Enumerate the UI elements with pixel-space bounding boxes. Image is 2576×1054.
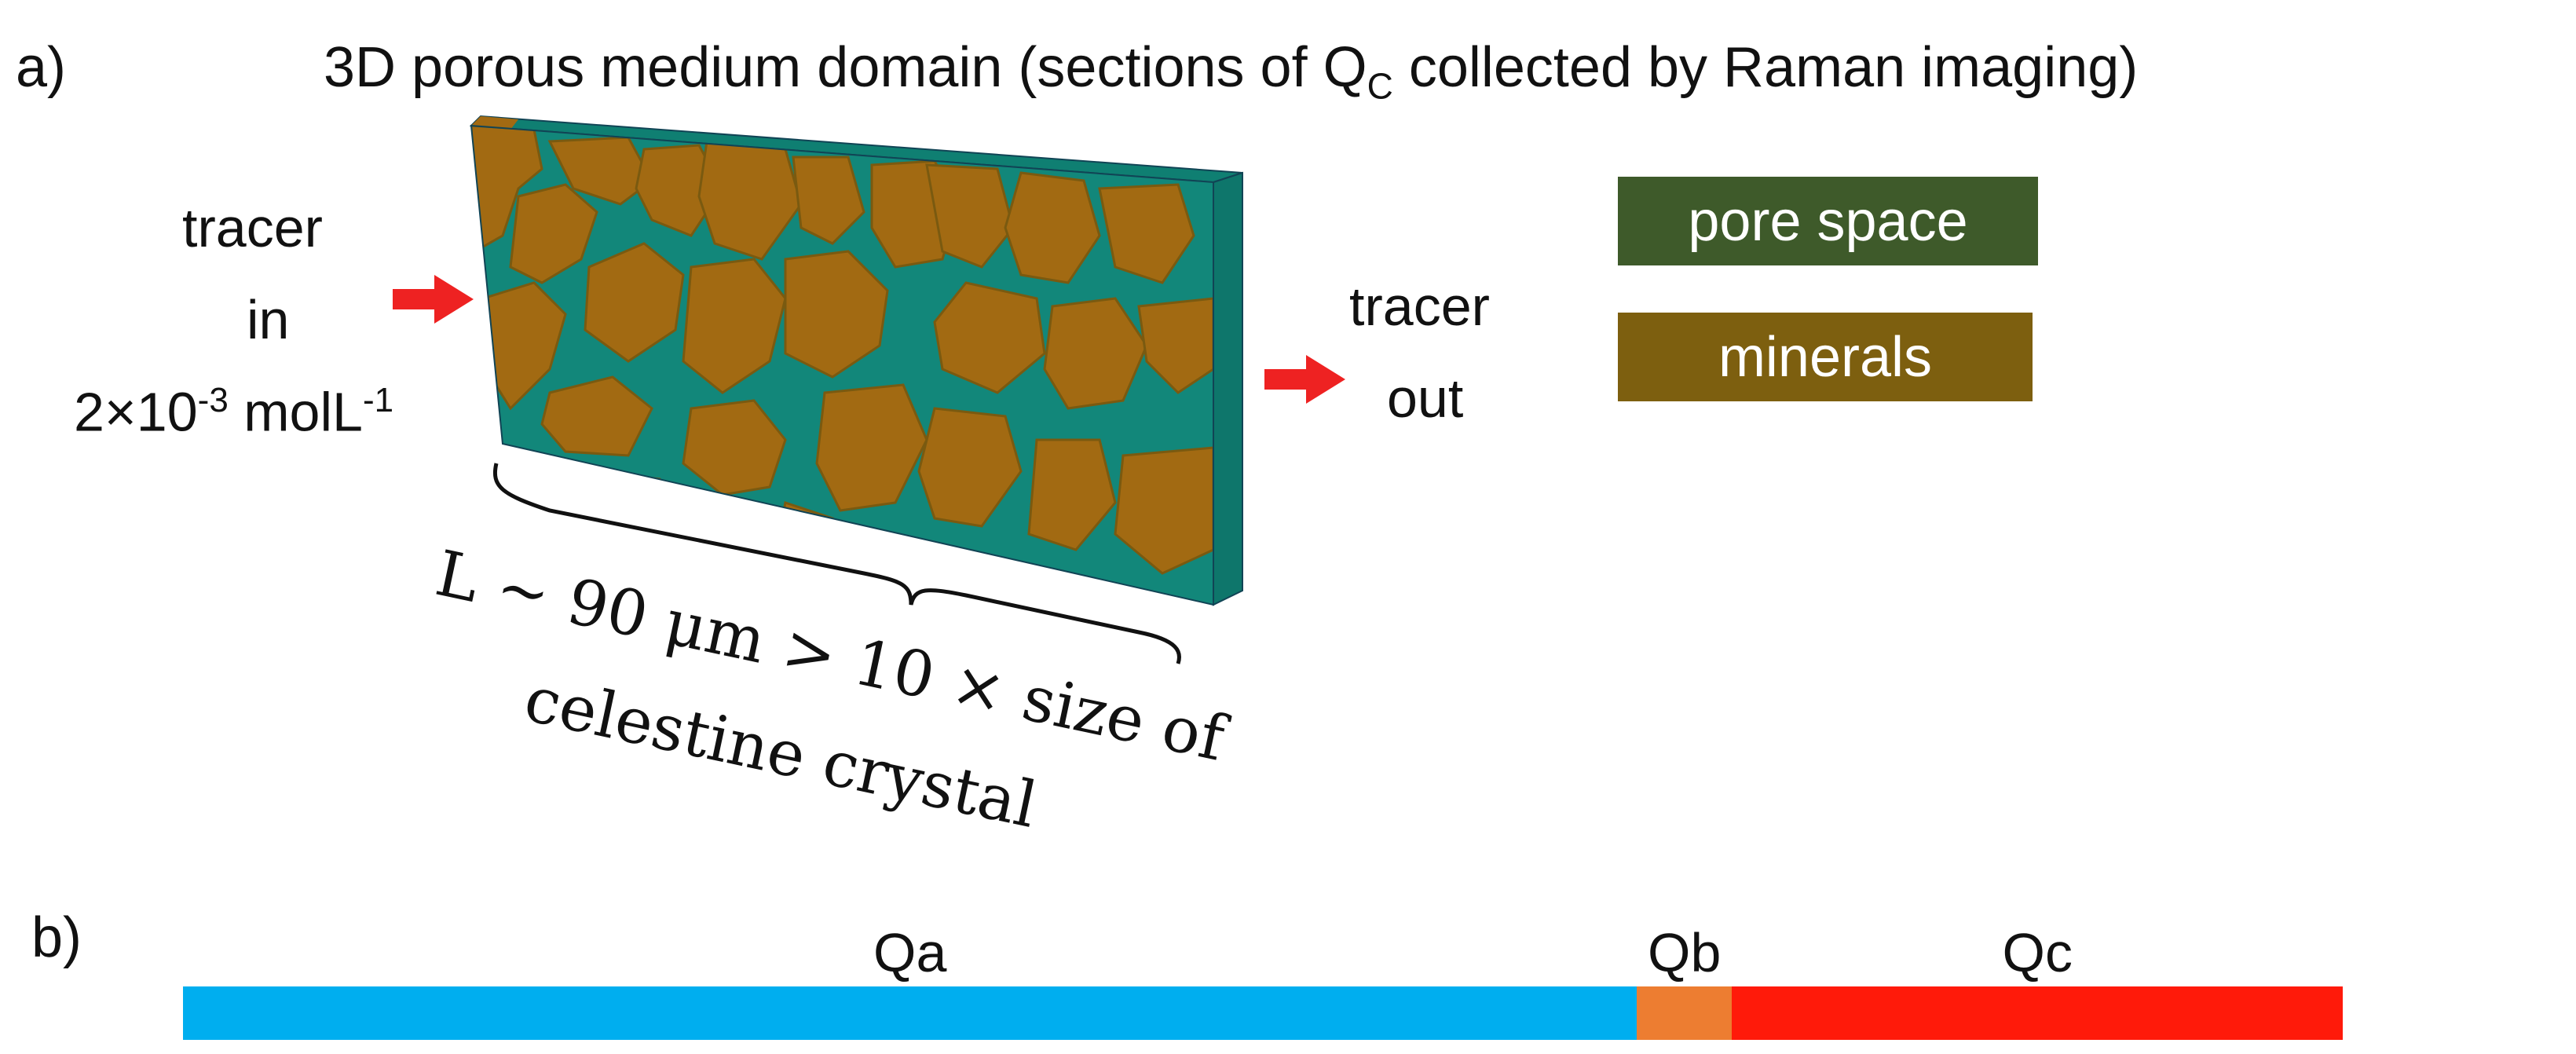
inlet-arrow-icon bbox=[393, 275, 474, 324]
panel-b-label: b) bbox=[31, 906, 82, 969]
block-side-face bbox=[1213, 171, 1243, 606]
block-front-outline bbox=[470, 124, 1214, 606]
conc-exponent-1: -3 bbox=[197, 381, 229, 419]
legend-pore-space-label: pore space bbox=[1688, 189, 1968, 253]
conc-exponent-2: -1 bbox=[362, 381, 394, 419]
title-main: 3D porous medium domain (sections of Q bbox=[324, 36, 1367, 99]
panel-a-title: 3D porous medium domain (sections of QC … bbox=[324, 39, 2138, 104]
mineral-grains bbox=[471, 126, 1213, 575]
bar-label-qc: Qc bbox=[2002, 922, 2073, 983]
title-subscript: C bbox=[1367, 65, 1393, 107]
block-front-face bbox=[471, 126, 1213, 605]
panel-a-label: a) bbox=[16, 36, 67, 99]
title-end: collected by Raman imaging) bbox=[1392, 36, 2139, 99]
tracer-in-line2: in bbox=[247, 289, 290, 350]
bar-segment-qb bbox=[1637, 986, 1732, 1040]
tracer-out-line1: tracer bbox=[1349, 276, 1490, 337]
conc-prefix: 2×10 bbox=[74, 381, 198, 443]
bar-label-qa: Qa bbox=[873, 922, 947, 983]
section-bar bbox=[183, 986, 2343, 1040]
tracer-in-concentration: 2×10-3 molL-1 bbox=[74, 381, 394, 443]
length-brace-icon bbox=[493, 463, 1182, 664]
tracer-out-line2: out bbox=[1387, 368, 1464, 429]
legend-minerals-label: minerals bbox=[1718, 325, 1933, 389]
conc-unit: molL bbox=[228, 381, 363, 443]
tracer-in-line1: tracer bbox=[182, 197, 323, 258]
bar-label-qb: Qb bbox=[1648, 922, 1722, 983]
bar-segment-qc bbox=[1732, 986, 2343, 1040]
legend-pore-space: pore space bbox=[1618, 177, 2038, 265]
outlet-arrow-icon bbox=[1264, 355, 1345, 404]
legend-minerals: minerals bbox=[1618, 313, 2033, 401]
bar-segment-qa bbox=[183, 986, 1637, 1040]
